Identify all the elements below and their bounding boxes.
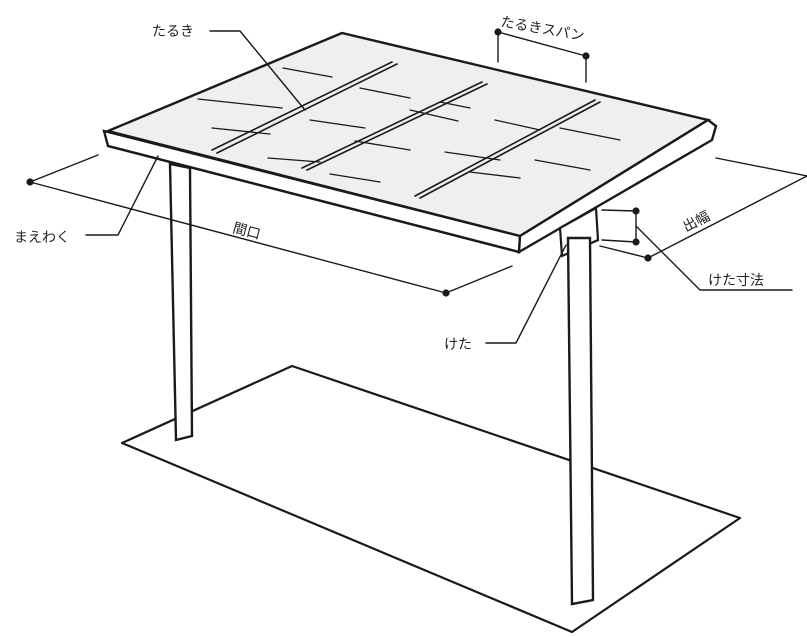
side-frame: [517, 118, 718, 255]
ground-outline: [120, 364, 742, 634]
left-post: [168, 162, 194, 442]
label-maewaku: まえわく: [14, 230, 70, 246]
width-dimension: [26, 154, 513, 297]
front-frame-underside: [106, 144, 521, 254]
rafter-lines: [211, 61, 601, 199]
label-keta-sunpo: けた寸法: [708, 273, 764, 289]
panel-seams: [197, 67, 621, 183]
right-post: [566, 236, 595, 606]
rafter-span-dimension: [494, 28, 590, 83]
keta-leader: [485, 244, 567, 344]
projection-dimension: [599, 157, 807, 262]
beam-size-dimension: [601, 207, 793, 291]
label-taruki: たるき: [152, 24, 194, 40]
label-maguchi: 間口: [231, 220, 262, 243]
label-keta: けた: [444, 337, 472, 353]
roof-panel: [104, 31, 712, 238]
maewaku-leader: [85, 155, 159, 236]
taruki-leader: [209, 30, 306, 111]
label-taruki-span: たるきスパン: [499, 14, 585, 44]
label-dehaba: 出幅: [681, 209, 713, 236]
